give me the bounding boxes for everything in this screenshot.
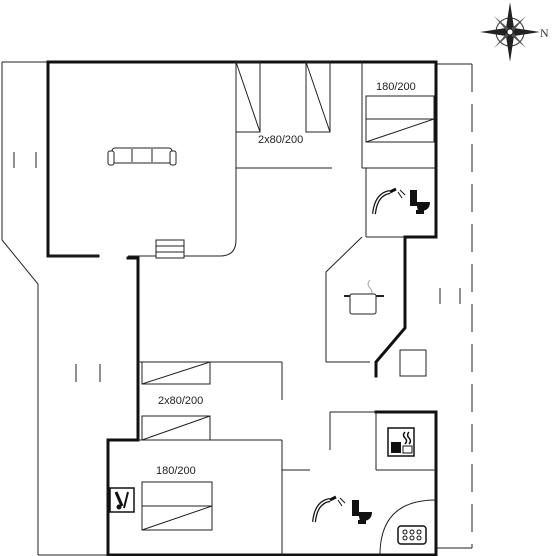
compass-rose-icon: [480, 2, 540, 62]
bed-size-bottom-middle: 2x80/200: [158, 395, 203, 407]
bed-size-top-middle: 2x80/200: [258, 134, 303, 146]
compass-north-label: N: [540, 26, 549, 40]
bed-top-right: [365, 95, 435, 143]
washing-machine-icon: [109, 487, 135, 513]
shower-icon: [372, 187, 406, 215]
bed-bottom-middle: [141, 361, 211, 441]
whirlpool-icon: [397, 525, 427, 545]
sauna-icon: [387, 427, 415, 457]
cooking-pot-icon: [344, 279, 384, 315]
bed-bottom-left: [141, 481, 213, 531]
fireplace-icon: [155, 239, 185, 259]
toilet-icon: [410, 190, 430, 214]
shower-icon: [312, 495, 346, 523]
terrace-outline: [1, 61, 473, 556]
wardrobes: [235, 61, 331, 133]
bed-size-top-right: 180/200: [376, 81, 416, 93]
bed-size-bottom-left: 180/200: [156, 465, 196, 477]
sofa-icon: [107, 147, 177, 166]
toilet-icon: [352, 500, 372, 524]
